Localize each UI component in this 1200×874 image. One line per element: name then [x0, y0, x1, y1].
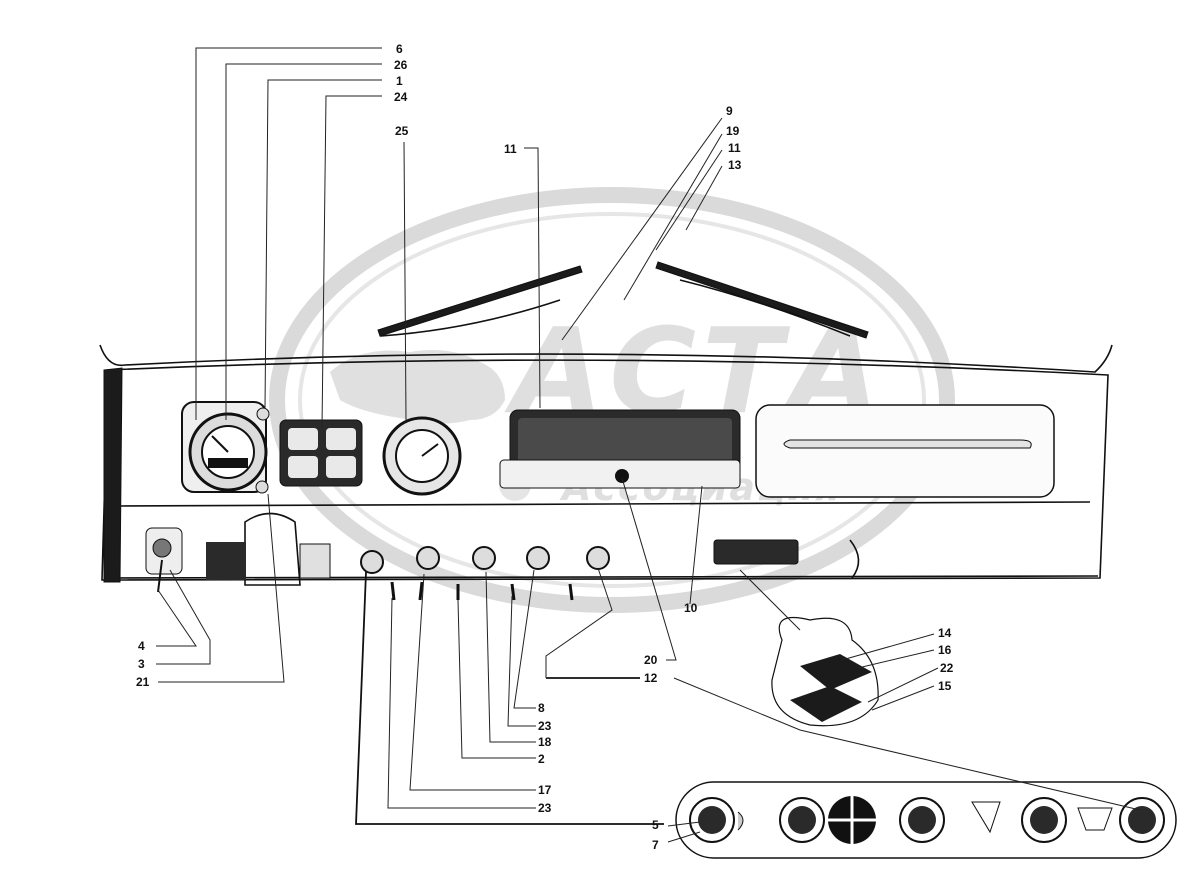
leader-7	[667, 831, 701, 843]
leader-22	[867, 667, 939, 703]
center-plate	[299, 543, 331, 579]
dashboard-front-face	[101, 359, 1109, 581]
callout-17: 17	[538, 783, 552, 797]
glovebox-handle	[783, 439, 1032, 449]
leader-11-left	[524, 147, 541, 409]
callout-18: 18	[538, 735, 552, 749]
leader-10	[689, 485, 703, 605]
leader-24	[321, 95, 382, 429]
leader-2	[457, 599, 536, 759]
leader-19	[623, 133, 723, 301]
leader-9	[561, 117, 723, 341]
callout-14: 14	[938, 626, 952, 640]
leader-23-bottom	[387, 597, 536, 809]
leader-6	[195, 47, 382, 420]
wipers	[377, 261, 869, 339]
callout-23-bottom: 23	[538, 801, 552, 815]
watermark-outer-ellipse	[269, 187, 955, 613]
watermark-boar-silhouette	[330, 349, 505, 424]
leader-25	[403, 141, 407, 421]
callout-19: 19	[726, 124, 740, 138]
leader-21	[158, 493, 285, 683]
dashboard-body	[99, 344, 1113, 601]
callout-21: 21	[136, 675, 150, 689]
wiper-right-arm	[679, 279, 851, 337]
leader-12-switch	[545, 567, 613, 678]
leader-15	[871, 685, 935, 711]
watermark: АСТА Ассоциация	[269, 187, 955, 613]
heater-cable	[849, 539, 860, 579]
callout-7: 7	[652, 838, 659, 852]
leader-13	[685, 165, 723, 231]
leader-12	[673, 677, 1141, 811]
speedometer	[181, 401, 268, 493]
watermark-inner-ellipse	[298, 212, 926, 588]
callout-25: 25	[395, 124, 409, 138]
callout-4: 4	[138, 639, 145, 653]
radio-knob	[615, 469, 629, 483]
ignition-lock	[145, 527, 183, 593]
heater-control	[713, 539, 799, 565]
callout-11-right: 11	[728, 141, 741, 155]
switch-row	[360, 546, 610, 601]
leader-1	[264, 79, 382, 409]
heater-switch-detail	[739, 569, 879, 727]
leader-16	[857, 649, 935, 669]
dashboard-top-edge	[99, 344, 1113, 373]
callout-8: 8	[538, 701, 545, 715]
leader-11-right	[655, 149, 723, 251]
callout-labels: 6 26 1 24 25 11 9 19 11 13 4 3 21 10 14 …	[136, 42, 954, 852]
callout-1: 1	[396, 74, 403, 88]
glovebox-panel	[755, 404, 1055, 498]
leader-20	[621, 477, 677, 661]
callout-23-top: 23	[538, 719, 552, 733]
callout-20: 20	[644, 653, 658, 667]
detail-leader-line	[739, 569, 801, 631]
callout-26: 26	[394, 58, 408, 72]
round-gauge	[382, 416, 462, 496]
callout-24: 24	[394, 90, 408, 104]
leader-17	[409, 573, 536, 791]
leader-26	[225, 63, 382, 420]
dashboard-lower-rail	[119, 501, 1091, 507]
indicator-lamp-21	[255, 480, 269, 494]
callout-16: 16	[938, 643, 952, 657]
leader-4	[156, 589, 197, 647]
callout-12: 12	[644, 671, 658, 685]
wiper-right	[655, 261, 869, 339]
left-plate	[206, 542, 246, 580]
callout-10: 10	[684, 601, 698, 615]
indicator-lamp-26	[256, 407, 270, 421]
leader-3	[156, 569, 211, 665]
wiper-left-arm	[379, 299, 561, 337]
callout-3: 3	[138, 657, 145, 671]
callout-11-left: 11	[504, 142, 517, 156]
leader-8	[513, 569, 536, 709]
callout-9: 9	[726, 104, 733, 118]
leader-lines	[156, 47, 1141, 843]
dashboard-notch	[244, 512, 301, 586]
dashboard-left-end	[103, 367, 123, 583]
leader-14	[841, 633, 935, 661]
wiper-left	[377, 265, 583, 337]
callout-2: 2	[538, 752, 545, 766]
leader-5	[355, 571, 664, 825]
leader-18	[485, 571, 536, 743]
combined-gauges	[279, 419, 363, 487]
leader-23-top	[507, 595, 536, 727]
callout-13: 13	[728, 158, 742, 172]
callout-6: 6	[396, 42, 403, 56]
callout-15: 15	[938, 679, 952, 693]
leader-5-panel	[667, 821, 701, 827]
callout-5: 5	[652, 818, 659, 832]
callout-22: 22	[940, 661, 954, 675]
bottom-switch-panel	[675, 781, 1177, 859]
